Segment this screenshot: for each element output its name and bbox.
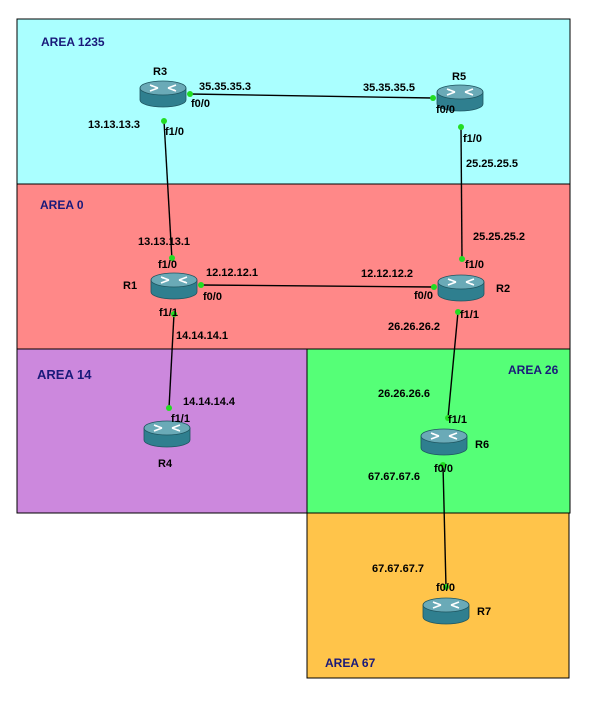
router-icon	[437, 274, 485, 302]
port-dot-r6-f0-0	[440, 462, 446, 468]
port-dot-r5-f0-0	[430, 95, 436, 101]
area-26-label: AREA 26	[508, 363, 559, 377]
port-dot-r6-f1-1	[445, 415, 451, 421]
ip-r5-r2-r5: 25.25.25.5	[466, 158, 518, 170]
ip-r3-r5-r3: 35.35.35.3	[199, 81, 251, 93]
area-1235-label: AREA 1235	[41, 35, 105, 49]
ip-r1-r2-r1: 12.12.12.1	[206, 267, 258, 279]
ip-r3-r5-r5: 35.35.35.5	[363, 82, 415, 94]
area-0-label: AREA 0	[40, 198, 84, 212]
router-r4-label: R4	[158, 458, 173, 470]
if-r6-r7-r6: f0/0	[434, 463, 453, 475]
link-r1-r2	[200, 284, 435, 288]
if-r1-r4-r1: f1/1	[159, 307, 178, 319]
router-r2-label: R2	[496, 283, 510, 295]
if-r3-r1-r1: f1/0	[158, 259, 177, 271]
if-r2-r6-r2: f1/1	[460, 309, 479, 321]
link-r3-r5	[189, 93, 434, 99]
link-r1-r4	[168, 313, 175, 409]
router-r7-label: R7	[477, 606, 491, 618]
router-icon	[150, 272, 198, 300]
if-r6-r7-r7: f0/0	[436, 582, 455, 594]
if-r3-r5-r5: f0/0	[436, 104, 455, 116]
port-dot-r5-f1-0	[458, 124, 464, 130]
if-r1-r2-r2: f0/0	[414, 290, 433, 302]
ip-r1-r4-r4: 14.14.14.4	[183, 396, 236, 408]
if-r1-r2-r1: f0/0	[203, 291, 222, 303]
router-r3[interactable]	[139, 80, 187, 108]
area-0	[16, 183, 571, 350]
ip-r6-r7-r6: 67.67.67.6	[368, 471, 420, 483]
if-r3-r5-r3: f0/0	[191, 98, 210, 110]
router-r3-label: R3	[153, 66, 167, 78]
if-r5-r2-r2: f1/0	[465, 259, 484, 271]
link-r3-r1	[163, 120, 173, 261]
ip-r3-r1-r3: 13.13.13.3	[88, 119, 140, 131]
port-dot-r3-f0-0	[187, 91, 193, 97]
area-67-label: AREA 67	[325, 656, 376, 670]
router-r6-label: R6	[475, 439, 489, 451]
link-r2-r6	[447, 311, 459, 419]
router-icon	[139, 80, 187, 108]
if-r3-r1-r3: f1/0	[165, 126, 184, 138]
router-r1[interactable]	[150, 272, 198, 300]
area-67	[306, 512, 570, 679]
ip-r2-r6-r2: 26.26.26.2	[388, 321, 440, 333]
area-14-label: AREA 14	[37, 367, 92, 382]
if-r1-r4-r4: f1/1	[171, 413, 190, 425]
port-dot-r2-f1-1	[455, 309, 461, 315]
if-r5-r2-r5: f1/0	[463, 133, 482, 145]
link-r6-r7	[442, 464, 447, 588]
router-r5-label: R5	[452, 71, 466, 83]
router-icon	[420, 428, 468, 456]
port-dot-r4-f1-1	[166, 405, 172, 411]
ip-r1-r4-r1: 14.14.14.1	[176, 330, 228, 342]
port-dot-r3-f1-0	[161, 118, 167, 124]
ip-r2-r6-r6: 26.26.26.6	[378, 388, 430, 400]
if-r2-r6-r6: f1/1	[448, 414, 467, 426]
router-r6[interactable]	[420, 428, 468, 456]
port-dot-r1-f0-0	[198, 282, 204, 288]
port-dot-r1-f1-0	[169, 255, 175, 261]
port-dot-r2-f0-0	[431, 284, 437, 290]
router-r1-label: R1	[123, 280, 137, 292]
ip-r5-r2-r2: 25.25.25.2	[473, 231, 525, 243]
ip-r6-r7-r7: 67.67.67.7	[372, 563, 424, 575]
ip-r1-r2-r2: 12.12.12.2	[361, 268, 413, 280]
port-dot-r2-f1-0	[459, 256, 465, 262]
router-icon	[422, 597, 470, 625]
port-dot-r1-f1-1	[171, 311, 177, 317]
router-r2[interactable]	[437, 274, 485, 302]
link-r5-r2	[460, 126, 463, 261]
port-dot-r7-f0-0	[443, 584, 449, 590]
ip-r3-r1-r1: 13.13.13.1	[138, 236, 190, 248]
router-r7[interactable]	[422, 597, 470, 625]
